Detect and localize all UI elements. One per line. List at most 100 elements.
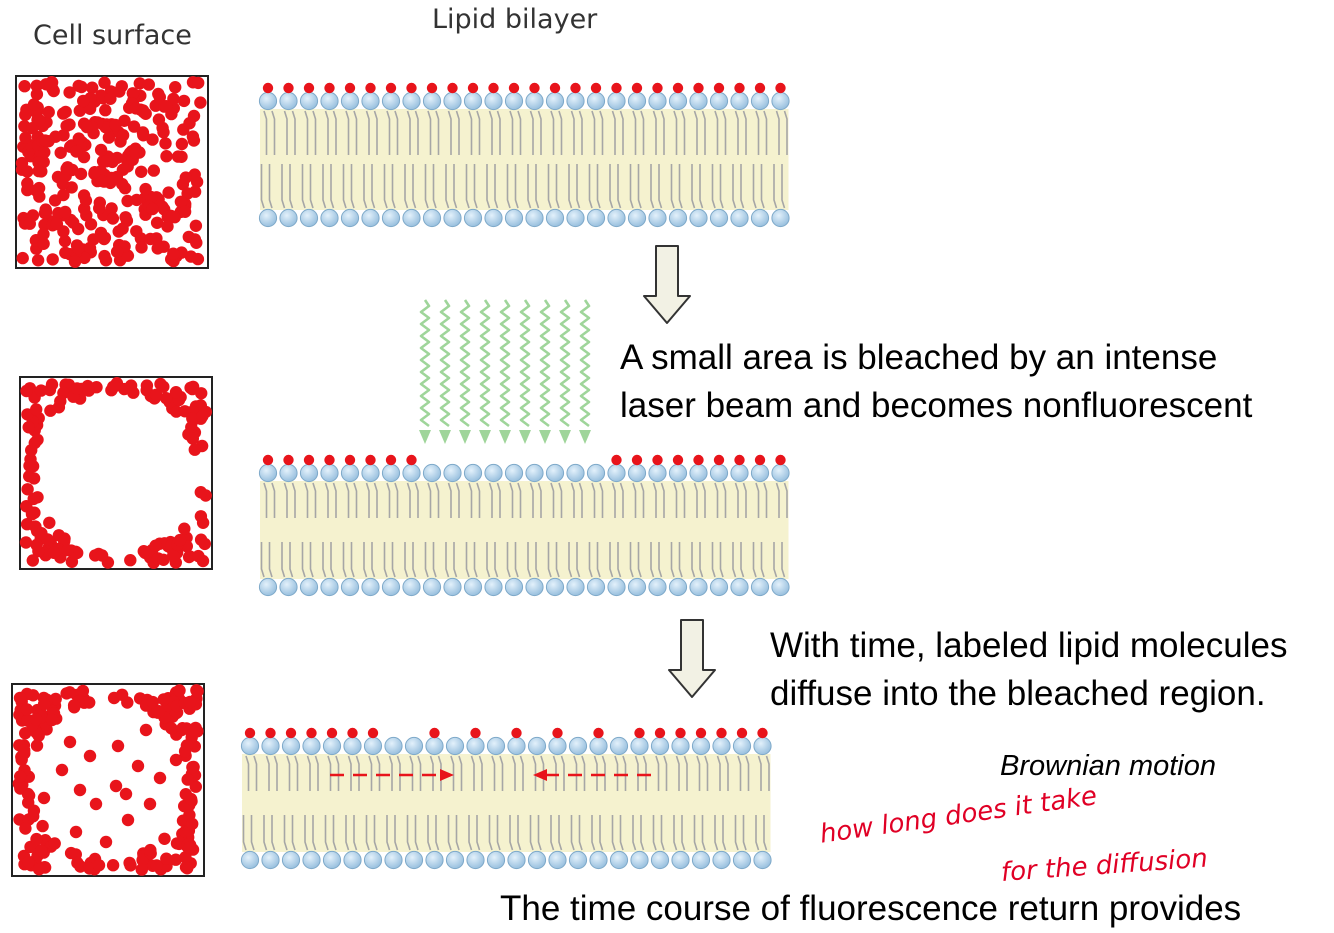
fluorescent-label-dot xyxy=(158,832,171,845)
fluorescent-label-dot xyxy=(151,242,164,255)
lipid-tails xyxy=(732,482,747,578)
lipid-head-top xyxy=(258,91,278,111)
fluorescent-label-dot xyxy=(92,859,106,872)
lipid-head-top xyxy=(750,91,770,111)
fluorescent-label xyxy=(757,727,768,739)
fluorescent-label xyxy=(734,454,745,466)
fluorescent-label-dot xyxy=(174,195,188,208)
lipid-head-top xyxy=(771,463,790,483)
fluorescent-label-dot xyxy=(21,165,34,178)
lipid-head-bottom xyxy=(299,577,319,597)
fluorescent-label xyxy=(344,82,356,94)
fluorescent-label-dot xyxy=(63,86,76,99)
fluorescent-label xyxy=(511,727,522,739)
fluorescent-label-dot xyxy=(177,94,191,108)
lipid-head-bottom xyxy=(730,577,749,597)
fluorescent-label xyxy=(675,727,686,739)
fluorescent-label-dot xyxy=(109,779,123,793)
lipid-head-top xyxy=(281,736,301,756)
lipid-tails xyxy=(550,755,565,851)
lipid-head-top xyxy=(363,736,383,756)
lipid-head-top xyxy=(486,736,506,756)
lipid-head-bottom xyxy=(771,577,790,597)
lipid-head-top xyxy=(648,463,667,483)
down-arrow-1 xyxy=(643,245,691,324)
lipid-head-top xyxy=(507,736,526,756)
fluorescent-label-dot xyxy=(157,693,170,706)
fluorescent-label xyxy=(713,82,725,94)
fluorescent-label xyxy=(306,727,317,739)
lipid-head-top xyxy=(402,91,421,111)
fluorescent-label-dot xyxy=(182,550,196,564)
lipid-head-top xyxy=(648,91,667,111)
lipid-head-bottom xyxy=(279,208,298,228)
fluorescent-label-dot xyxy=(14,782,27,795)
lipid-tails xyxy=(588,482,604,578)
lipid-head-top xyxy=(484,91,503,111)
down-arrow-2 xyxy=(668,619,716,698)
lipid-head-top xyxy=(404,736,424,756)
laser-ray-head xyxy=(419,430,431,444)
lipid-head-top xyxy=(609,736,629,756)
lipid-head-top xyxy=(668,91,688,111)
lipid-head-bottom xyxy=(361,208,380,228)
fluorescent-label-dot xyxy=(23,470,36,483)
lipid-head-top xyxy=(566,91,585,111)
lipid-head-bottom xyxy=(258,577,278,597)
lipid-tails xyxy=(260,110,276,209)
lipid-tails xyxy=(752,110,768,209)
fluorescent-label-dot xyxy=(19,822,32,835)
lipid-bilayer-bleached xyxy=(258,454,790,597)
lipid-tails xyxy=(629,482,645,578)
fluorescent-label xyxy=(611,82,622,94)
lipid-head-top xyxy=(504,463,524,483)
fluorescent-label-dot xyxy=(173,533,187,547)
lipid-head-bottom xyxy=(343,850,362,870)
fluorescent-label-dot xyxy=(178,522,191,535)
laser-ray xyxy=(579,299,591,428)
lipid-head-bottom xyxy=(566,577,585,597)
fluorescent-label-dot xyxy=(32,863,46,876)
fluorescent-label-dot xyxy=(16,251,29,265)
lipid-tails xyxy=(322,482,337,578)
fluorescent-label xyxy=(590,82,602,94)
fluorescent-label-dot xyxy=(72,132,86,145)
laser-ray xyxy=(479,299,491,428)
lipid-tails xyxy=(711,482,727,578)
fluorescent-label-dot xyxy=(186,432,199,445)
lipid-tails xyxy=(506,110,522,209)
lipid-head-bottom xyxy=(730,208,749,228)
fluorescent-label-dot xyxy=(127,120,141,133)
fluorescent-label-dot xyxy=(191,252,205,266)
fluorescent-label-dot xyxy=(153,90,166,104)
lipid-tails xyxy=(611,755,627,851)
fluorescent-label-dot xyxy=(192,76,205,90)
fluorescent-label xyxy=(654,727,666,739)
lipid-tails xyxy=(691,482,706,578)
lipid-tails xyxy=(324,755,340,851)
lipid-head-bottom xyxy=(589,850,608,870)
cell-surface-bleached xyxy=(19,376,213,570)
fluorescent-label-dot xyxy=(135,863,148,876)
lipid-tails xyxy=(527,110,542,209)
lipid-tails xyxy=(486,110,501,209)
lipid-head-bottom xyxy=(627,577,647,597)
fluorescent-label-dot xyxy=(30,739,44,752)
fluorescent-label-dot xyxy=(179,171,192,184)
fluorescent-label-dot xyxy=(181,773,194,786)
fluorescent-label-dot xyxy=(99,254,113,267)
fluorescent-label-dot xyxy=(68,255,82,268)
lipid-tails xyxy=(570,755,586,851)
fluorescent-label-dot xyxy=(59,246,72,259)
fluorescent-label-dot xyxy=(58,234,72,248)
lipid-head-bottom xyxy=(402,208,421,228)
fluorescent-label-dot xyxy=(43,516,56,529)
lipid-tails xyxy=(652,755,668,851)
fluorescent-label xyxy=(508,82,520,94)
lipid-head-top xyxy=(689,91,708,111)
lipid-head-bottom xyxy=(361,577,380,597)
fluorescent-label-dot xyxy=(167,549,180,562)
lipid-head-bottom xyxy=(545,577,565,597)
fluorescent-label-dot xyxy=(102,131,116,144)
lipid-tails xyxy=(345,755,360,851)
